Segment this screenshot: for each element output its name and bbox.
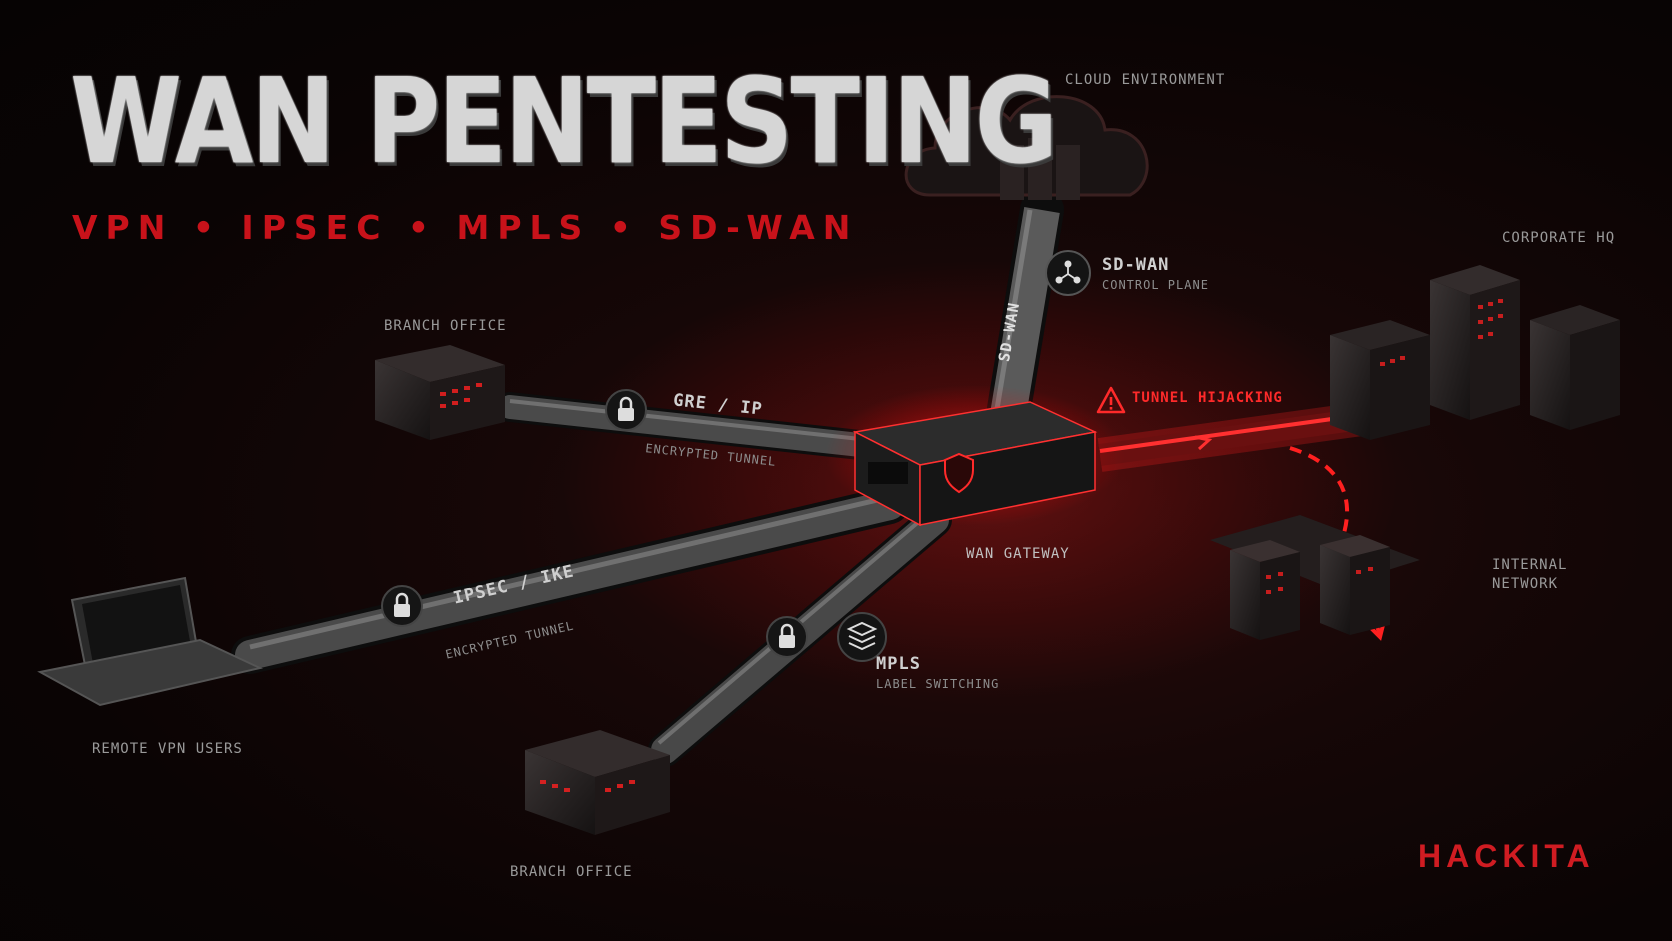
- tunnel-gre: [495, 392, 875, 460]
- brand-logo: HACKITA: [1418, 838, 1595, 874]
- corporate-hq: [1330, 265, 1620, 440]
- layers-icon: [837, 612, 887, 662]
- label-remote-users: REMOTE VPN USERS: [92, 741, 243, 757]
- lock-icon: [381, 585, 423, 627]
- label-mpls-sub: LABEL SWITCHING: [876, 677, 1000, 691]
- cloud: [904, 95, 1149, 200]
- branch-office-top: [375, 345, 505, 440]
- label-branch-bottom: BRANCH OFFICE: [510, 864, 633, 880]
- tunnel-ipsec: [231, 486, 909, 674]
- branch-office-bottom: [525, 730, 670, 835]
- label-gateway: WAN GATEWAY: [966, 546, 1070, 562]
- label-sdwan: SD-WAN: [1102, 255, 1170, 275]
- network-nodes-icon: [1045, 250, 1091, 296]
- label-corporate-hq: CORPORATE HQ: [1502, 230, 1616, 246]
- page-subtitle: VPN • IPSEC • MPLS • SD-WAN: [72, 208, 859, 247]
- label-internal-2: NETWORK: [1492, 576, 1559, 592]
- laptop: [37, 576, 264, 707]
- label-hijack: TUNNEL HIJACKING: [1132, 390, 1283, 406]
- warning-icon: [1096, 386, 1126, 414]
- label-cloud: CLOUD ENVIRONMENT: [1065, 72, 1226, 88]
- wan-gateway-device: [825, 385, 1125, 527]
- tunnel-sdwan: [986, 188, 1064, 437]
- shield-icon: [944, 452, 974, 494]
- internal-network: [1210, 515, 1420, 640]
- lock-icon: [605, 389, 647, 431]
- lock-icon: [766, 616, 808, 658]
- label-mpls: MPLS: [876, 654, 921, 674]
- label-branch-top: BRANCH OFFICE: [384, 318, 507, 334]
- label-sdwan-sub: CONTROL PLANE: [1102, 278, 1209, 292]
- label-internal-1: INTERNAL: [1492, 557, 1568, 573]
- page-title: WAN PENTESTING: [70, 52, 1058, 190]
